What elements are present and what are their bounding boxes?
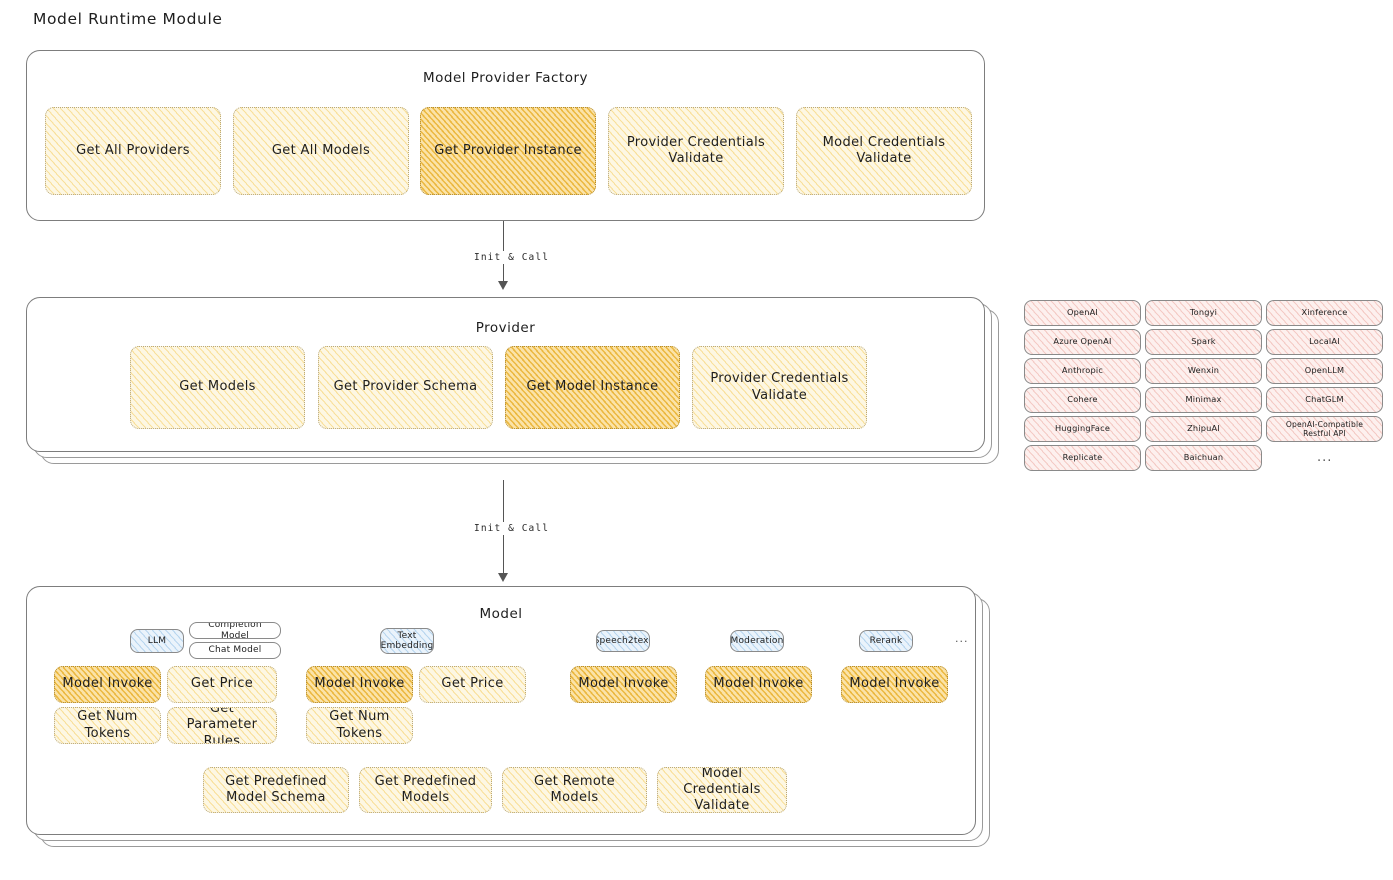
text-embedding-method-get-price[interactable]: Get Price [419, 666, 526, 703]
model-provider-factory-panel: Model Provider Factory Get All Providers… [26, 50, 985, 221]
provider-list-more-ellipsis: ... [1317, 450, 1333, 465]
factory-panel-title: Model Provider Factory [422, 70, 588, 86]
model-panel-title: Model [479, 606, 523, 622]
model-type-tag-text-embedding[interactable]: Text Embedding [380, 628, 434, 654]
provider-chip-openai[interactable]: OpenAI [1024, 300, 1141, 326]
provider-chip-baichuan[interactable]: Baichuan [1145, 445, 1262, 471]
provider-chip-spark[interactable]: Spark [1145, 329, 1262, 355]
model-subtag-chat-model[interactable]: Chat Model [189, 642, 281, 659]
provider-chip-zhipuai[interactable]: ZhipuAI [1145, 416, 1262, 442]
provider-box-provider-credentials-validate[interactable]: Provider Credentials Validate [692, 346, 867, 429]
arrow-one-head [498, 281, 508, 290]
provider-chip-cohere[interactable]: Cohere [1024, 387, 1141, 413]
factory-box-model-credentials-validate[interactable]: Model Credentials Validate [796, 107, 972, 195]
provider-chip-openai-compatible-restful-api[interactable]: OpenAI-Compatible Restful API [1266, 416, 1383, 442]
factory-box-get-all-models[interactable]: Get All Models [233, 107, 409, 195]
provider-chip-replicate[interactable]: Replicate [1024, 445, 1141, 471]
model-type-tag-rerank[interactable]: Rerank [859, 630, 913, 652]
factory-box-get-provider-instance[interactable]: Get Provider Instance [420, 107, 596, 195]
text-embedding-method-model-invoke[interactable]: Model Invoke [306, 666, 413, 703]
factory-box-provider-credentials-validate[interactable]: Provider Credentials Validate [608, 107, 784, 195]
provider-panel: Provider Get Models Get Provider Schema … [26, 297, 985, 452]
arrow-one-label: Init & Call [470, 251, 554, 264]
rerank-method-model-invoke[interactable]: Model Invoke [841, 666, 948, 703]
arrow-two-label: Init & Call [470, 522, 554, 535]
model-type-tag-speech2text[interactable]: Speech2text [596, 630, 650, 652]
provider-chip-wenxin[interactable]: Wenxin [1145, 358, 1262, 384]
llm-method-get-price[interactable]: Get Price [167, 666, 277, 703]
model-shared-model-credentials-validate[interactable]: Model Credentials Validate [657, 767, 787, 813]
provider-chip-chatglm[interactable]: ChatGLM [1266, 387, 1383, 413]
moderation-method-model-invoke[interactable]: Model Invoke [705, 666, 812, 703]
provider-panel-title: Provider [475, 320, 536, 336]
provider-chip-huggingface[interactable]: HuggingFace [1024, 416, 1141, 442]
provider-chip-anthropic[interactable]: Anthropic [1024, 358, 1141, 384]
page-title: Model Runtime Module [33, 10, 223, 28]
provider-box-get-model-instance[interactable]: Get Model Instance [505, 346, 680, 429]
provider-chip-tongyi[interactable]: Tongyi [1145, 300, 1262, 326]
provider-box-get-models[interactable]: Get Models [130, 346, 305, 429]
model-panel: Model LLM Completion Model Chat Model Mo… [26, 586, 976, 835]
model-shared-get-predefined-model-schema[interactable]: Get Predefined Model Schema [203, 767, 349, 813]
model-type-tag-moderation[interactable]: Moderation [730, 630, 784, 652]
speech2text-method-model-invoke[interactable]: Model Invoke [570, 666, 677, 703]
llm-method-model-invoke[interactable]: Model Invoke [54, 666, 161, 703]
provider-chip-localai[interactable]: LocalAI [1266, 329, 1383, 355]
model-shared-get-predefined-models[interactable]: Get Predefined Models [359, 767, 492, 813]
provider-chip-openllm[interactable]: OpenLLM [1266, 358, 1383, 384]
llm-method-get-parameter-rules[interactable]: Get Parameter Rules [167, 707, 277, 744]
provider-chip-azure-openai[interactable]: Azure OpenAI [1024, 329, 1141, 355]
model-subtag-completion-model[interactable]: Completion Model [189, 622, 281, 639]
model-shared-get-remote-models[interactable]: Get Remote Models [502, 767, 647, 813]
arrow-two-head [498, 573, 508, 582]
provider-box-get-provider-schema[interactable]: Get Provider Schema [318, 346, 493, 429]
factory-box-get-all-providers[interactable]: Get All Providers [45, 107, 221, 195]
model-types-more-ellipsis: ... [955, 632, 969, 645]
llm-method-get-num-tokens[interactable]: Get Num Tokens [54, 707, 161, 744]
provider-chip-minimax[interactable]: Minimax [1145, 387, 1262, 413]
provider-chip-xinference[interactable]: Xinference [1266, 300, 1383, 326]
text-embedding-method-get-num-tokens[interactable]: Get Num Tokens [306, 707, 413, 744]
model-type-tag-llm[interactable]: LLM [130, 629, 184, 653]
